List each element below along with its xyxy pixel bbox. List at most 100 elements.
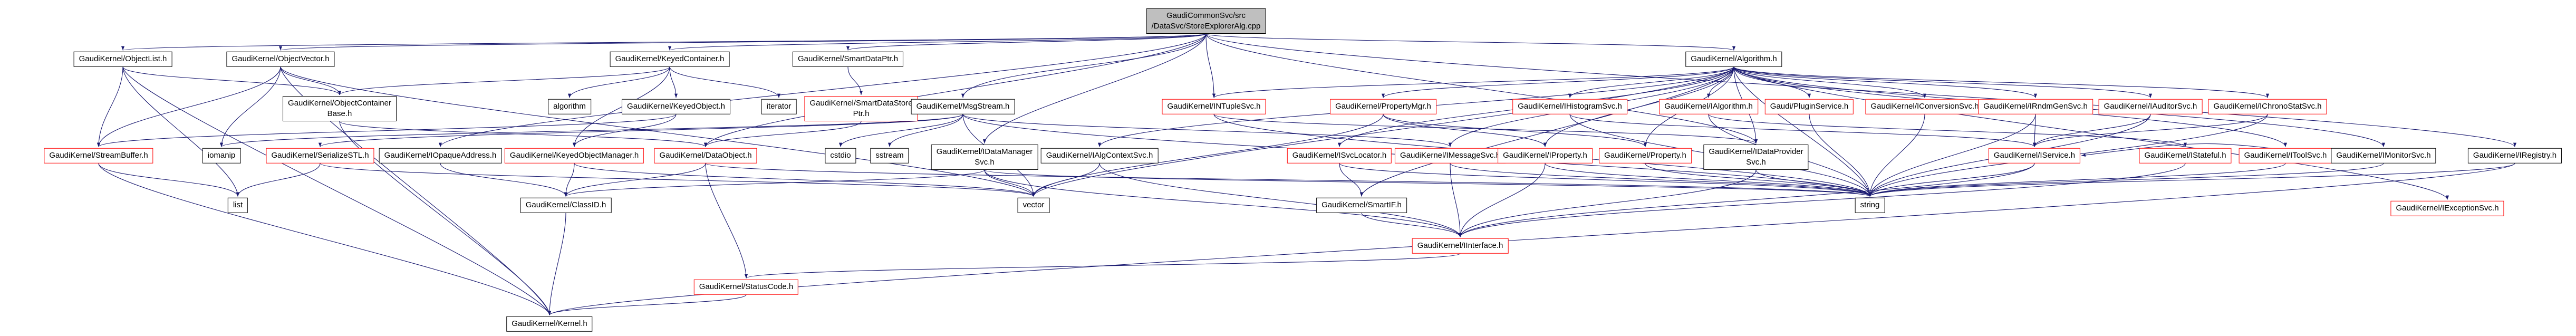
edge-keyed_container-to-std_algorithm	[567, 66, 670, 98]
edge-itool_svc-to-std_string	[1868, 163, 2286, 197]
graph-node-smart-data-store-ptr[interactable]: GaudiKernel/SmartDataStore Ptr.h	[804, 96, 918, 121]
graph-node-msg-stream[interactable]: GaudiKernel/MsgStream.h	[911, 99, 1015, 114]
graph-node-iinterface[interactable]: GaudiKernel/IInterface.h	[1412, 238, 1509, 254]
graph-node-serialize-stl[interactable]: GaudiKernel/SerializeSTL.h	[266, 148, 374, 164]
graph-node-std-list[interactable]: list	[227, 197, 248, 213]
edge-property_mgr-to-iproperty	[1383, 114, 1547, 147]
edge-msg_stream-to-std_cstdio	[838, 114, 963, 147]
edge-property_mgr-to-property	[1383, 114, 1647, 147]
graph-node-std-cstdio[interactable]: cstdio	[825, 148, 856, 164]
graph-node-std-iterator[interactable]: iterator	[761, 99, 797, 114]
graph-node-status-code[interactable]: GaudiKernel/StatusCode.h	[693, 279, 799, 295]
graph-node-idataprovider-svc[interactable]: GaudiKernel/IDataProvider Svc.h	[1703, 145, 1809, 170]
graph-node-intuple-svc[interactable]: GaudiKernel/INTupleSvc.h	[1162, 99, 1266, 114]
graph-node-std-algorithm[interactable]: algorithm	[548, 99, 591, 114]
graph-node-ialgcontext-svc[interactable]: GaudiKernel/IAlgContextSvc.h	[1040, 148, 1159, 164]
graph-node-ichronostat-svc[interactable]: GaudiKernel/IChronoStatSvc.h	[2208, 99, 2327, 114]
graph-node-std-iomanip[interactable]: iomanip	[202, 148, 241, 164]
edge-root-to-object_vector	[279, 33, 1207, 51]
edge-msg_stream-to-std_sstream	[887, 114, 963, 147]
edge-algorithm_h-to-iauditor_svc	[1733, 66, 2152, 98]
edge-algorithm_h-to-smart_if	[1360, 66, 1734, 197]
edge-msg_stream-to-std_iomanip	[220, 114, 963, 147]
edge-idatamanager_svc-to-iinterface	[984, 169, 1462, 237]
edge-idataprovider_svc-to-iinterface	[1458, 169, 1757, 237]
graph-node-keyed-container[interactable]: GaudiKernel/KeyedContainer.h	[610, 51, 730, 67]
graph-node-data-object[interactable]: GaudiKernel/DataObject.h	[654, 148, 757, 164]
edge-isvc_locator-to-smart_if	[1339, 163, 1364, 197]
graph-node-smart-if[interactable]: GaudiKernel/SmartIF.h	[1316, 197, 1407, 213]
graph-node-kernel[interactable]: GaudiKernel/Kernel.h	[506, 316, 593, 332]
edge-keyed_object_manager-to-class_id	[564, 163, 575, 197]
edge-imonitor_svc-to-std_string	[1868, 163, 2384, 197]
edge-istateful-to-iinterface	[1459, 163, 2186, 237]
edge-algorithm_h-to-std_string	[1733, 66, 1872, 197]
graph-node-stream-buffer[interactable]: GaudiKernel/StreamBuffer.h	[44, 148, 153, 164]
edge-keyed_container-to-keyed_object	[669, 66, 678, 98]
graph-node-object-vector[interactable]: GaudiKernel/ObjectVector.h	[226, 51, 335, 67]
graph-node-iconversion-svc[interactable]: GaudiKernel/IConversionSvc.h	[1865, 99, 1984, 114]
edge-keyed_object-to-stream_buffer	[97, 114, 677, 147]
graph-node-smart-data-ptr[interactable]: GaudiKernel/SmartDataPtr.h	[792, 51, 904, 67]
edge-class_id-to-kernel	[547, 213, 566, 315]
edge-root-to-iopaque_address	[439, 33, 1207, 147]
graph-node-iopaque-address[interactable]: GaudiKernel/IOpaqueAddress.h	[379, 148, 502, 164]
graph-node-object-list[interactable]: GaudiKernel/ObjectList.h	[73, 51, 172, 67]
edge-iinterface-to-status_code	[745, 253, 1461, 279]
edge-imessage_svc-to-std_string	[1450, 163, 1871, 197]
graph-node-iregistry[interactable]: GaudiKernel/IRegistry.h	[2467, 148, 2562, 164]
edge-idataprovider_svc-to-std_string	[1755, 169, 1872, 197]
graph-node-imonitor-svc[interactable]: GaudiKernel/IMonitorSvc.h	[2331, 148, 2436, 164]
graph-node-isvc-locator[interactable]: GaudiKernel/ISvcLocator.h	[1287, 148, 1392, 164]
edge-iservice-to-std_string	[1868, 163, 2035, 197]
graph-node-class-id[interactable]: GaudiKernel/ClassID.h	[520, 197, 612, 213]
graph-node-imessage-svc[interactable]: GaudiKernel/IMessageSvc.h	[1394, 148, 1506, 164]
edge-ihistogram_svc-to-iservice	[1569, 114, 2036, 147]
edge-ialgcontext_svc-to-iinterface	[1099, 163, 1462, 237]
graph-node-ihistogram-svc[interactable]: GaudiKernel/IHistogramSvc.h	[1512, 99, 1627, 114]
edge-object_vector-to-std_vector	[280, 66, 1035, 197]
edge-irndmgen_svc-to-std_string	[1868, 114, 2036, 197]
edge-serialize_stl-to-std_vector	[320, 163, 1035, 197]
graph-node-std-vector[interactable]: vector	[1017, 197, 1050, 213]
edge-data_object-to-status_code	[705, 163, 748, 279]
graph-node-property-mgr[interactable]: GaudiKernel/PropertyMgr.h	[1330, 99, 1436, 114]
edge-algorithm_h-to-iexception_svc	[1733, 66, 2449, 200]
graph-node-itool-svc[interactable]: GaudiKernel/IToolSvc.h	[2239, 148, 2332, 164]
edge-algorithm_h-to-plugin_service	[1733, 66, 1811, 98]
edge-root-to-intuple_svc	[1205, 33, 1216, 98]
edge-object_container_base-to-kernel	[339, 121, 552, 315]
edge-ichronostat_svc-to-iservice	[2033, 114, 2268, 147]
graph-node-iservice[interactable]: GaudiKernel/IService.h	[1988, 148, 2081, 164]
graph-node-keyed-object[interactable]: GaudiKernel/KeyedObject.h	[622, 99, 730, 114]
graph-node-std-string[interactable]: string	[1855, 197, 1885, 213]
edge-object_vector-to-stream_buffer	[97, 66, 281, 147]
graph-node-std-sstream[interactable]: sstream	[870, 148, 909, 164]
graph-node-object-container-base[interactable]: GaudiKernel/ObjectContainer Base.h	[283, 96, 397, 121]
graph-node-iauditor-svc[interactable]: GaudiKernel/IAuditorSvc.h	[2098, 99, 2203, 114]
edge-iproperty-to-iinterface	[1458, 163, 1546, 237]
graph-node-keyed-object-manager[interactable]: GaudiKernel/KeyedObjectManager.h	[504, 148, 644, 164]
edge-iproperty-to-std_string	[1545, 163, 1871, 197]
graph-node-iproperty[interactable]: GaudiKernel/IProperty.h	[1498, 148, 1593, 164]
edge-algorithm_h-to-property_mgr	[1382, 66, 1734, 98]
graph-node-iexception-svc[interactable]: GaudiKernel/IExceptionSvc.h	[2390, 200, 2504, 216]
edge-root-to-idatamanager_svc	[982, 33, 1207, 144]
edge-object_list-to-std_list	[122, 66, 240, 197]
edge-root-to-smart_data_ptr	[846, 33, 1207, 51]
graph-node-property[interactable]: GaudiKernel/Property.h	[1599, 148, 1692, 164]
graph-node-irndmgen-svc[interactable]: GaudiKernel/IRndmGenSvc.h	[1978, 99, 2093, 114]
edge-root-to-object_list	[121, 33, 1207, 51]
edge-root-to-algorithm_h	[1205, 33, 1735, 51]
edge-iregistry-to-kernel	[548, 163, 2515, 315]
edge-iregistry-to-std_string	[1868, 163, 2515, 197]
graph-node-idatamanager-svc[interactable]: GaudiKernel/IDataManager Svc.h	[931, 145, 1038, 170]
edge-keyed_object-to-keyed_object_manager	[572, 114, 677, 147]
edge-root-to-keyed_container	[668, 33, 1207, 51]
graph-node-istateful[interactable]: GaudiKernel/IStateful.h	[2139, 148, 2232, 164]
graph-node-plugin-service[interactable]: Gaudi/PluginService.h	[1764, 99, 1854, 114]
graph-node-algorithm-h[interactable]: GaudiKernel/Algorithm.h	[1685, 51, 1782, 67]
graph-node-ialgorithm[interactable]: GaudiKernel/IAlgorithm.h	[1659, 99, 1758, 114]
edge-iconversion_svc-to-std_string	[1868, 114, 1925, 197]
